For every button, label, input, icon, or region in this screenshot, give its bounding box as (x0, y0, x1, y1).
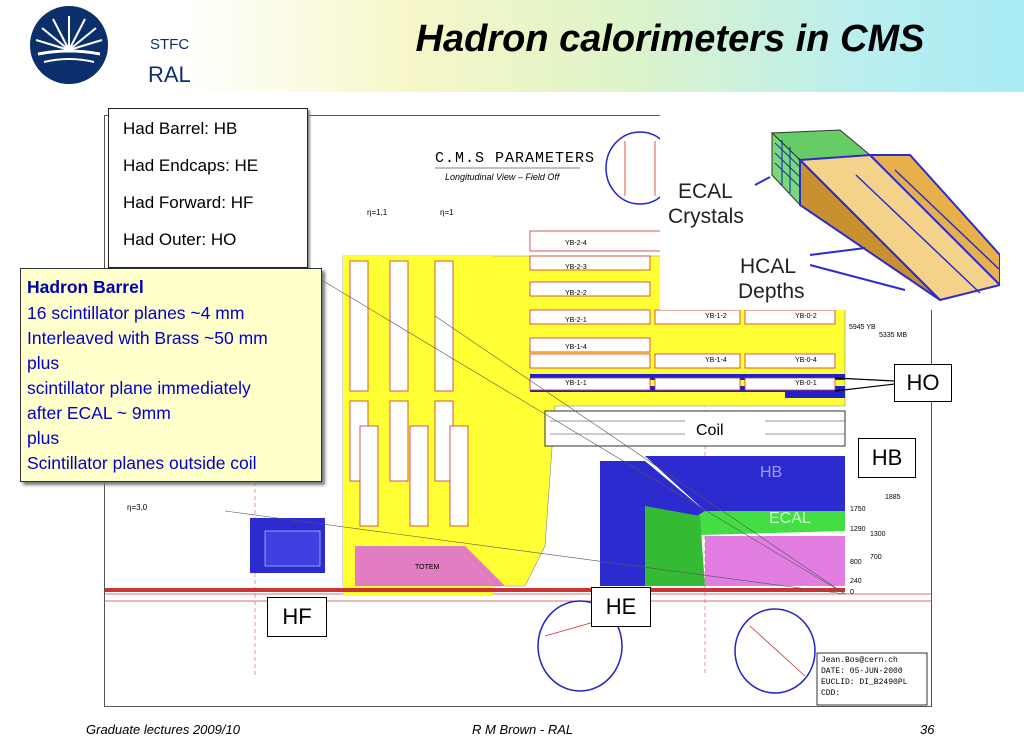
yb-label: YB-2-3 (565, 264, 587, 271)
barrel-line: plus (27, 428, 60, 448)
barrel-line: Interleaved with Brass ~50 mm (27, 328, 268, 348)
footer-page-number: 36 (920, 722, 935, 737)
slide-title: Hadron calorimeters in CMS (415, 18, 925, 60)
eta-1-1-label: η=1,1 (367, 208, 388, 217)
barrel-line: plus (27, 353, 60, 373)
ecal-crystals-label-2: Crystals (668, 205, 744, 228)
credit-block: Jean.Bos@cern.ch DATE: 05-JUN-2000 EUCLI… (821, 655, 907, 699)
dim-label: 700 (870, 554, 882, 561)
dim-label: 1300 (870, 531, 886, 538)
hf-callout: HF (267, 597, 327, 637)
logo-ral-text: RAL (148, 62, 191, 87)
yb-label: YB-1-1 (565, 380, 587, 387)
dim-label: 240 (850, 578, 862, 585)
hb-inner-label: HB (760, 464, 783, 481)
component-item: Had Endcaps: HE (123, 156, 259, 175)
dim-label: 0 (850, 589, 854, 596)
yb-label: YB-1-4 (705, 357, 727, 364)
yb-label: YB-2-1 (565, 317, 587, 324)
ecal-crystals-label: ECAL (678, 180, 733, 203)
dim-label: 1750 (850, 506, 866, 513)
footer-left: Graduate lectures 2009/10 (86, 722, 240, 737)
hadron-barrel-info: Hadron Barrel 16 scintillator planes ~4 … (20, 268, 322, 482)
yb-label: YB-0-1 (795, 380, 817, 387)
hadron-barrel-title: Hadron Barrel (27, 277, 144, 297)
dim-label: 5945 YB (849, 324, 876, 331)
component-item: Had Outer: HO (123, 230, 237, 249)
yb-label: YB-0-2 (795, 313, 817, 320)
credit-line: DATE: 05-JUN-2000 (821, 667, 903, 676)
sunburst-icon (30, 6, 108, 84)
barrel-line: 16 scintillator planes ~4 mm (27, 303, 245, 323)
he-callout: HE (591, 587, 651, 627)
dim-label: 5335 MB (879, 332, 908, 339)
eta-3-label: η=3,0 (127, 503, 148, 512)
footer-center: R M Brown - RAL (472, 722, 574, 737)
barrel-line: after ECAL ~ 9mm (27, 403, 171, 423)
hcal-depths-label: HCAL (740, 255, 797, 278)
slide-header: STFC RAL Hadron calorimeters in CMS (0, 0, 1024, 92)
hb-callout: HB (858, 438, 916, 478)
crystal-inset: ECAL Crystals HCAL Depths (660, 115, 1000, 310)
dim-label: 800 (850, 559, 862, 566)
yb-label: YB-1-4 (565, 344, 587, 351)
coil-label: Coil (693, 422, 727, 440)
credit-line: CDD: (821, 689, 841, 698)
component-item: Had Barrel: HB (123, 119, 238, 138)
hcal-component-list: Had Barrel: HB Had Endcaps: HE Had Forwa… (108, 108, 308, 268)
totem-label: TOTEM (415, 564, 440, 571)
hcal-depths-label-2: Depths (738, 280, 805, 303)
yb-label: YB-2-4 (565, 240, 587, 247)
barrel-line: scintillator plane immediately (27, 378, 251, 398)
params-title: C.M.S PARAMETERS (435, 150, 596, 167)
credit-line: EUCLID: DI_B2490PL (821, 678, 908, 687)
yb-label: YB-1-2 (705, 313, 727, 320)
component-item: Had Forward: HF (123, 193, 254, 212)
dim-label: 1885 (885, 494, 901, 501)
yb-label: YB-2-2 (565, 290, 587, 297)
dim-label: 1290 (850, 526, 866, 533)
params-subtitle: Longitudinal View – Field Off (445, 172, 560, 182)
credit-line: Jean.Bos@cern.ch (821, 656, 898, 665)
barrel-line: Scintillator planes outside coil (27, 453, 257, 473)
yb-label: YB-0-4 (795, 357, 817, 364)
eta-1-label: η=1 (440, 208, 454, 217)
logo-stfc-text: STFC (150, 36, 190, 53)
stfc-ral-logo: STFC RAL (30, 6, 191, 87)
ho-callout: HO (894, 364, 952, 402)
ecal-inner-label: ECAL (769, 510, 811, 527)
